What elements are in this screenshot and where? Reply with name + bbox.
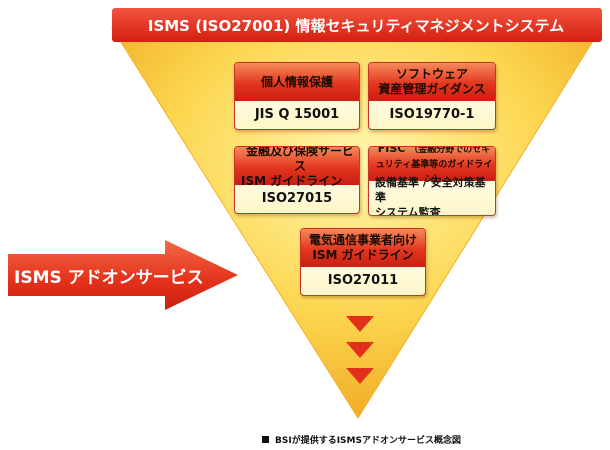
personal-info-box: 個人情報保護 JIS Q 15001 [234, 62, 360, 130]
addon-arrow-label: ISMS アドオンサービス [14, 267, 204, 288]
software-asset-box: ソフトウェア 資産管理ガイダンス ISO19770-1 [368, 62, 496, 130]
telecom-header: 電気通信事業者向け ISM ガイドライン [301, 229, 425, 267]
finance-standard: ISO27015 [261, 190, 333, 206]
personal-info-header: 個人情報保護 [235, 63, 359, 101]
software-asset-header: ソフトウェア 資産管理ガイダンス [369, 63, 495, 101]
fisc-item-line2: システム監査 [375, 205, 441, 216]
fisc-title-main: FISC [377, 146, 406, 155]
down-arrow-2 [346, 342, 374, 358]
telecom-title-line1: 電気通信事業者向け [308, 233, 417, 247]
software-asset-title-line1: ソフトウェア [395, 67, 468, 81]
banner-bar [112, 8, 602, 42]
banner-title: ISMS (ISO27001) 情報セキュリティマネジメントシステム [147, 16, 565, 35]
personal-info-title: 個人情報保護 [260, 74, 333, 89]
software-asset-standard: ISO19770-1 [389, 106, 475, 122]
fisc-box: FISC （金融分野でのセキュリティ基準等のガイドライン） 設備基準 / 安全対… [368, 146, 496, 216]
finance-title-line2: ISM ガイドライン [241, 173, 343, 188]
personal-info-standard: JIS Q 15001 [254, 106, 340, 122]
figure-caption: BSIが提供するISMSアドオンサービス概念図 [262, 432, 562, 446]
addon-arrow [8, 240, 238, 310]
fisc-title-note: （金融分野でのセキュリティ基準等のガイドライン） [375, 146, 493, 185]
software-asset-title-line2: 資産管理ガイダンス [378, 82, 486, 96]
finance-title-line1: 金融及び保険サービス [245, 146, 354, 173]
fisc-item-line1: 設備基準 / 安全対策基準 [375, 175, 486, 204]
finance-header: 金融及び保険サービス ISM ガイドライン [235, 146, 359, 188]
telecom-box: 電気通信事業者向け ISM ガイドライン ISO27011 [300, 228, 426, 296]
caption-text: BSIが提供するISMSアドオンサービス概念図 [275, 435, 461, 446]
fisc-header: FISC （金融分野でのセキュリティ基準等のガイドライン） [369, 146, 495, 185]
down-arrow-3 [346, 368, 374, 384]
telecom-standard: ISO27011 [327, 272, 399, 288]
finance-box: 金融及び保険サービス ISM ガイドライン ISO27015 [234, 146, 360, 214]
down-arrow-1 [346, 316, 374, 332]
telecom-title-line2: ISM ガイドライン [312, 248, 414, 262]
caption-square-icon [262, 435, 269, 443]
